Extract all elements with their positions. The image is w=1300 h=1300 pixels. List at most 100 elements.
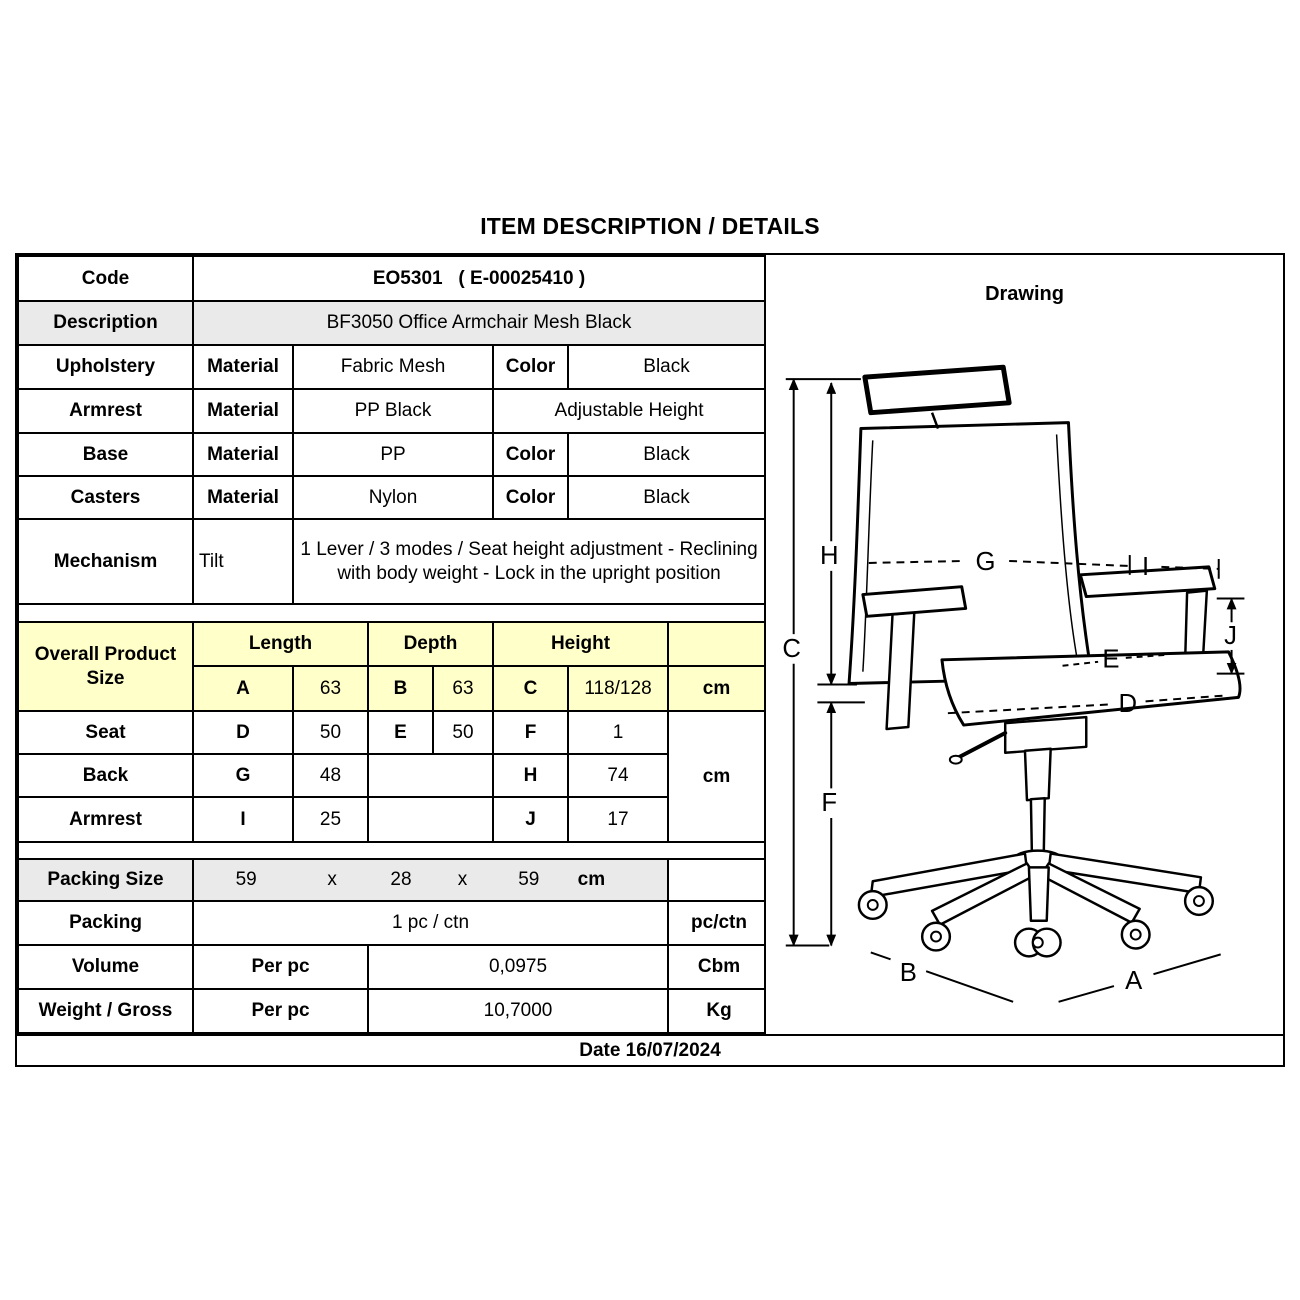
- size-header-spacer: [666, 621, 767, 667]
- spec-table-frame: Code EO5301 ( E-00025410 ) Description B…: [15, 253, 1285, 1067]
- dim-value: 25: [292, 796, 369, 843]
- weight-value: 10,7000: [367, 988, 669, 1034]
- date-row: Date 16/07/2024: [17, 1034, 1283, 1065]
- dim-key: E: [367, 710, 434, 755]
- dim-key: J: [492, 796, 569, 843]
- material-row-label: Casters: [17, 475, 194, 520]
- dim-label-h: H: [820, 542, 839, 570]
- dim-key: H: [492, 753, 569, 798]
- color-attr: Color: [492, 432, 569, 477]
- drawing-title: Drawing: [985, 283, 1064, 305]
- unit-cm: cm: [666, 710, 767, 843]
- color-value: Black: [566, 344, 767, 390]
- packing-size-x: x: [457, 869, 468, 891]
- dim-key: B: [367, 665, 434, 712]
- dim-value: 118/128: [567, 665, 669, 712]
- dim-label-c: C: [782, 635, 801, 663]
- chair-drawing: C H F G I J E D B A: [782, 364, 1245, 1003]
- weight-attr: Per pc: [192, 988, 369, 1034]
- dim-value: 63: [292, 665, 369, 712]
- dim-label-f: F: [821, 789, 837, 817]
- empty-cell: [367, 796, 494, 843]
- packing-size-values: 59 x 28 x 59 cm: [192, 858, 669, 902]
- packing-label: Packing: [17, 900, 194, 946]
- dim-label-i: I: [1142, 553, 1149, 581]
- code-label: Code: [17, 255, 194, 302]
- packing-unit: pc/ctn: [666, 900, 767, 946]
- mechanism-value: 1 Lever / 3 modes / Seat height adjustme…: [291, 518, 767, 605]
- description-value: BF3050 Office Armchair Mesh Black: [191, 300, 767, 346]
- material-wide-value: Adjustable Height: [491, 388, 767, 434]
- material-attr: Material: [192, 432, 294, 477]
- material-attr: Material: [192, 344, 294, 390]
- dim-value: 48: [292, 753, 369, 798]
- material-row-label: Base: [17, 432, 194, 477]
- color-attr: Color: [492, 344, 569, 390]
- unit-cm: cm: [666, 665, 767, 712]
- dim-key: C: [492, 665, 569, 712]
- dim-label-j: J: [1224, 622, 1237, 650]
- spec-sheet: ITEM DESCRIPTION / DETAILS Code EO5301 (…: [15, 213, 1285, 1067]
- material-value: PP Black: [292, 388, 494, 434]
- mechanism-attr: Tilt: [192, 518, 294, 605]
- unit-cm: cm: [577, 869, 606, 891]
- dim-label-b: B: [900, 959, 917, 987]
- packing-size-v2: 28: [390, 869, 412, 891]
- dim-key: D: [192, 710, 294, 755]
- code-value: EO5301 ( E-00025410 ): [191, 255, 767, 302]
- dim-value: 50: [292, 710, 369, 755]
- material-row-label: Upholstery: [17, 344, 194, 390]
- material-attr: Material: [192, 475, 294, 520]
- packing-size-label: Packing Size: [17, 858, 194, 902]
- color-value: Black: [566, 432, 767, 477]
- size-col-depth: Depth: [367, 621, 494, 667]
- dim-value: 1: [567, 710, 669, 755]
- chair-outline: [847, 364, 1242, 958]
- dim-label-d: D: [1119, 690, 1138, 718]
- weight-label: Weight / Gross: [17, 988, 194, 1034]
- packing-size-x: x: [327, 869, 337, 891]
- spacer-row: [16, 841, 767, 860]
- packing-size-v1: 59: [235, 869, 257, 891]
- spacer-row: [16, 603, 767, 623]
- volume-unit: Cbm: [666, 944, 767, 990]
- packing-value: 1 pc / ctn: [192, 900, 669, 946]
- material-row-label: Armrest: [17, 388, 194, 434]
- volume-label: Volume: [17, 944, 194, 990]
- spec-table: Code EO5301 ( E-00025410 ) Description B…: [16, 255, 767, 1034]
- dim-key: G: [192, 753, 294, 798]
- material-value: Nylon: [292, 475, 494, 520]
- dimension-labels: C H F G I J E D B A: [782, 542, 1237, 995]
- dimension-lines: [785, 378, 1245, 1003]
- weight-unit: Kg: [666, 988, 767, 1034]
- dim-value: 74: [567, 753, 669, 798]
- material-value: PP: [292, 432, 494, 477]
- material-value: Fabric Mesh: [292, 344, 494, 390]
- dim-key: F: [492, 710, 569, 755]
- dim-value: 17: [567, 796, 669, 843]
- size-row-label: Back: [17, 753, 194, 798]
- dim-label-g: G: [975, 548, 995, 576]
- drawing-panel: Drawing: [766, 255, 1283, 1034]
- size-row-label: Seat: [17, 710, 194, 755]
- volume-value: 0,0975: [367, 944, 669, 990]
- dim-label-a: A: [1125, 967, 1143, 995]
- dim-label-e: E: [1102, 646, 1119, 674]
- page-title: ITEM DESCRIPTION / DETAILS: [480, 213, 820, 239]
- dim-key: A: [192, 665, 294, 712]
- color-value: Black: [566, 475, 767, 520]
- size-col-length: Length: [192, 621, 369, 667]
- dim-value: 50: [432, 710, 494, 755]
- packing-size-spacer: [666, 858, 767, 902]
- color-attr: Color: [492, 475, 569, 520]
- material-attr: Material: [192, 388, 294, 434]
- dim-key: I: [192, 796, 294, 843]
- dim-value: 63: [432, 665, 494, 712]
- mechanism-label: Mechanism: [17, 518, 194, 605]
- volume-attr: Per pc: [192, 944, 369, 990]
- packing-size-v3: 59: [518, 869, 540, 891]
- size-row-label: Armrest: [17, 796, 194, 843]
- description-label: Description: [17, 300, 194, 346]
- size-section-label: Overall Product Size: [17, 621, 194, 712]
- empty-cell: [367, 753, 494, 798]
